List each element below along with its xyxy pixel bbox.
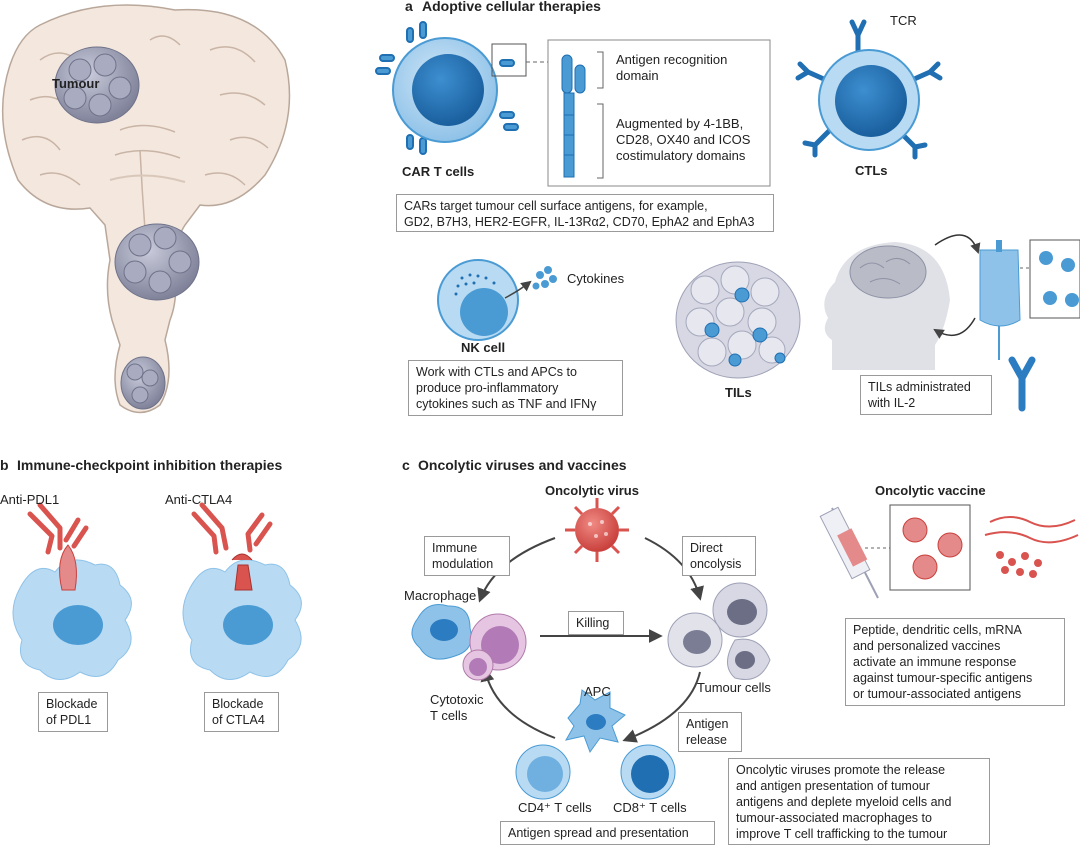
anti-ctla4-label: Anti-CTLA4 bbox=[165, 492, 233, 507]
til-tumour bbox=[675, 261, 801, 379]
apc-label: APC bbox=[584, 684, 611, 699]
panel-c-letter: c bbox=[402, 457, 410, 473]
macrophage-label: Macrophage bbox=[404, 588, 477, 603]
killing-box: Killing bbox=[568, 611, 624, 635]
vaccine-desc-box: Peptide, dendritic cells, mRNA and perso… bbox=[845, 618, 1065, 706]
nk-cell-label: NK cell bbox=[461, 340, 506, 355]
nk-desc-box: Work with CTLs and APCs to produce pro-i… bbox=[408, 360, 623, 416]
cytokines-label: Cytokines bbox=[567, 271, 625, 286]
cd8-cell bbox=[620, 744, 676, 800]
antigen-release-box: Antigen release bbox=[678, 712, 742, 752]
macrophage-cluster bbox=[411, 604, 527, 681]
tumour-mass-brainstem bbox=[114, 223, 200, 301]
tcr-label: TCR bbox=[890, 13, 917, 28]
antigen-spread-box: Antigen spread and presentation bbox=[500, 821, 715, 845]
nk-cell bbox=[437, 259, 557, 341]
immune-modulation-box: Immune modulation bbox=[424, 536, 510, 576]
car-targets-box: CARs target tumour cell surface antigens… bbox=[396, 194, 774, 232]
tumour-cells-label: Tumour cells bbox=[697, 680, 771, 695]
car-t-cell bbox=[375, 21, 548, 155]
panel-a-title: Adoptive cellular therapies bbox=[422, 0, 601, 14]
virus-desc-box: Oncolytic viruses promote the release an… bbox=[728, 758, 990, 845]
blockade-pdl1-box: Blockade of PDL1 bbox=[38, 692, 108, 732]
anti-pdl1-illustration bbox=[12, 502, 132, 680]
oncolytic-virus bbox=[565, 498, 629, 562]
cd4-label: CD4⁺ T cells bbox=[518, 800, 592, 815]
til-desc-box: TILs administrated with IL-2 bbox=[860, 375, 992, 415]
cd4-cell bbox=[515, 744, 571, 800]
antigen-domain-label: Antigen recognition domain bbox=[616, 52, 728, 83]
oncolytic-vaccine-label: Oncolytic vaccine bbox=[875, 483, 986, 498]
oncolytic-vaccine-illustration bbox=[819, 504, 1079, 599]
anti-pdl1-label: Anti-PDL1 bbox=[0, 492, 60, 507]
til-therapy-illustration bbox=[824, 234, 1080, 412]
augmented-label: Augmented by 4-1BB, CD28, OX40 and ICOS … bbox=[616, 116, 751, 163]
panel-c-title: Oncolytic viruses and vaccines bbox=[418, 457, 627, 473]
ctl-cell bbox=[795, 19, 943, 160]
tumour-cells bbox=[667, 582, 771, 680]
brain-illustration bbox=[1, 4, 291, 414]
car-structure bbox=[547, 39, 771, 187]
panel-b-letter: b bbox=[0, 457, 9, 473]
ctl-label: CTLs bbox=[855, 163, 888, 178]
panel-a-letter: a bbox=[405, 0, 413, 14]
tumour-mass-spinal bbox=[120, 356, 166, 410]
tumour-label: Tumour bbox=[52, 76, 100, 91]
til-label: TILs bbox=[725, 385, 752, 400]
tumour-mass-cerebrum bbox=[54, 46, 140, 124]
direct-oncolysis-box: Direct oncolysis bbox=[682, 536, 756, 576]
oncolytic-virus-label: Oncolytic virus bbox=[545, 483, 639, 498]
car-t-label: CAR T cells bbox=[402, 164, 475, 179]
apc-cell bbox=[565, 689, 626, 754]
cytotoxic-label: Cytotoxic T cells bbox=[430, 692, 484, 723]
blockade-ctla4-box: Blockade of CTLA4 bbox=[204, 692, 279, 732]
cd8-label: CD8⁺ T cells bbox=[613, 800, 687, 815]
anti-ctla4-illustration bbox=[182, 502, 302, 680]
panel-b-title: Immune-checkpoint inhibition therapies bbox=[17, 457, 283, 473]
